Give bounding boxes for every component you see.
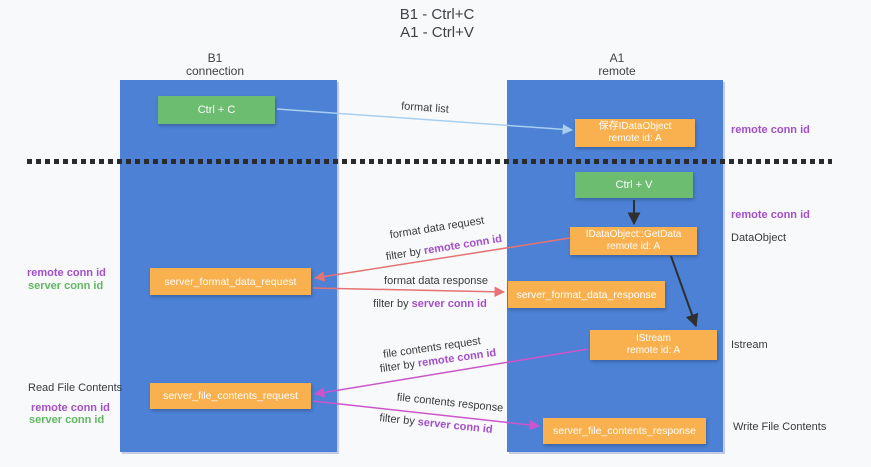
diagram-title: B1 - Ctrl+C A1 - Ctrl+V [337,6,537,42]
right-column-header: A1 remote [557,52,677,78]
istream-line1: IStream [635,332,671,344]
idataobject-getdata-box: IDataObject::GetData remote id: A [570,227,697,255]
server-format-data-response-box: server_format_data_response [508,281,665,308]
ctrl-c-box: Ctrl + C [158,96,275,124]
server-conn-id-highlight: server conn id [411,298,487,310]
left-column-header: B1 connection [155,52,275,78]
filter-by-prefix: filter by [373,298,409,310]
filter-by-prefix: filter by [379,358,416,376]
server-file-contents-response-box: server_file_contents_response [543,418,706,444]
left-column-name: B1 [207,51,223,65]
filter-by-prefix: filter by [385,245,423,264]
remote-conn-id-label-right-mid: remote conn id [731,209,810,221]
file-contents-response-label: file contents response [396,391,504,415]
idataobject-getdata-line1: IDataObject::GetData [585,228,682,240]
save-idataobject-line2: remote id: A [608,133,662,144]
istream-side-label: Istream [731,339,768,351]
server-conn-id-label-left-bottom: server conn id [29,414,105,426]
remote-conn-id-label-left-mid: remote conn id [27,267,106,279]
format-data-response-label: format data response [384,275,488,287]
remote-conn-id-label-left-bottom: remote conn id [31,402,110,414]
server-file-contents-response-label: server_file_contents_response [552,425,696,437]
istream-line2: remote id: A [626,345,681,356]
right-column-name: A1 [609,51,625,65]
istream-box: IStream remote id: A [590,330,717,360]
server-file-contents-request-box: server_file_contents_request [150,383,311,409]
remote-conn-id-highlight: remote conn id [423,232,503,258]
remote-conn-id-label-right-top: remote conn id [731,124,810,136]
server-file-contents-request-label: server_file_contents_request [163,390,298,402]
ctrl-v-box: Ctrl + V [575,172,693,198]
left-column-role: connection [185,64,245,78]
ctrl-v-label: Ctrl + V [615,179,653,191]
format-list-label: format list [400,100,450,116]
title-line-2: A1 - Ctrl+V [400,24,474,41]
server-format-data-response-label: server_format_data_response [516,288,657,301]
server-format-data-request-box: server_format_data_request [150,268,311,295]
server-conn-id-label-left-mid: server conn id [28,280,104,292]
idataobject-getdata-line2: remote id: A [606,241,661,252]
title-line-1: B1 - Ctrl+C [399,6,475,23]
server-format-data-request-label: server_format_data_request [164,275,297,288]
filter-by-prefix: filter by [378,412,416,428]
save-idataobject-box: 保存IDataObject remote id: A [575,119,695,147]
save-idataobject-line1: 保存IDataObject [598,120,672,132]
write-file-contents-label: Write File Contents [733,421,827,433]
right-column-role: remote [598,64,636,78]
dataobject-label: DataObject [731,232,787,244]
session-divider-dashed-line [27,159,832,164]
server-conn-id-highlight: server conn id [417,416,494,436]
format-data-response-arrow [312,286,506,298]
read-file-contents-label: Read File Contents [28,382,123,394]
ctrl-c-label: Ctrl + C [197,104,236,116]
